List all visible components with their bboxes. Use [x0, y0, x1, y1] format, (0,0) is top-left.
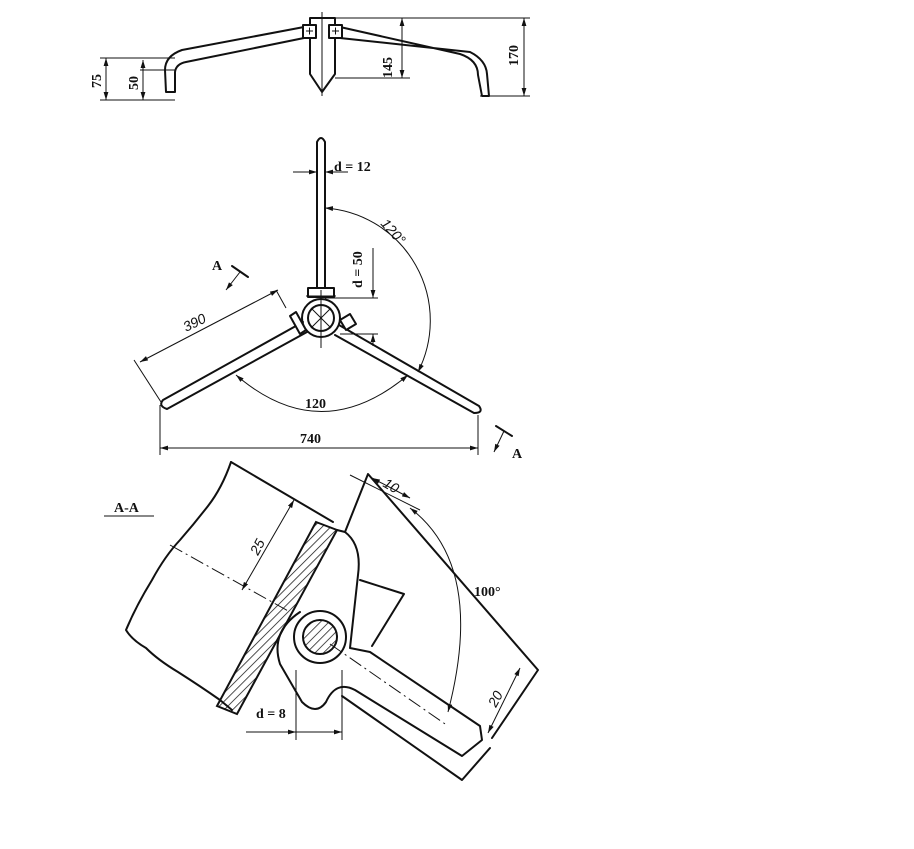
section-rod-face — [359, 579, 405, 647]
plan-arm-right — [334, 324, 482, 414]
section-view: A-A 25 10 100° 20 — [104, 461, 539, 781]
plan-arm-top — [316, 137, 326, 291]
front-right-arm — [339, 26, 490, 97]
front-left-arm — [164, 26, 305, 93]
dim-75-label: 75 — [90, 74, 105, 88]
section-pin-core — [302, 619, 338, 655]
dim-10-label: 10 — [381, 475, 403, 497]
dim-20-label: 20 — [484, 688, 506, 710]
section-hatched-plate — [215, 520, 339, 716]
pin-diameter-label: d = 8 — [256, 707, 286, 722]
arm-length-label: 390 — [180, 310, 208, 335]
front-post — [309, 17, 336, 93]
plan-view: d = 12 d = 50 120° 390 120 740 A A — [133, 137, 523, 462]
angle-label: 100° — [474, 585, 501, 600]
hub-offset-label: d = 50 — [351, 251, 366, 288]
front-view: 75 50 145 170 — [90, 12, 530, 101]
dim-145-label: 145 — [381, 57, 396, 78]
section-rod-upper — [344, 473, 539, 739]
plan-clamp-left — [289, 311, 307, 335]
section-mark-left-label: A — [212, 259, 223, 274]
angle-top-label: 120° — [378, 215, 410, 248]
dim-25-label: 25 — [246, 536, 268, 558]
section-mark-left-bar — [231, 265, 249, 278]
angle-bottom-label: 120 — [305, 397, 326, 412]
plan-arm-left — [160, 321, 308, 410]
dim-170-label: 170 — [507, 45, 522, 66]
overall-width-label: 740 — [300, 432, 321, 447]
section-title: A-A — [114, 501, 140, 516]
section-rod-lower — [341, 695, 491, 781]
rod-diameter-label: d = 12 — [334, 160, 371, 175]
section-clamp-body — [276, 529, 483, 757]
dim-50-label: 50 — [127, 76, 142, 90]
section-mark-right-label: A — [512, 447, 523, 462]
section-tube-broken-edge — [125, 461, 232, 701]
